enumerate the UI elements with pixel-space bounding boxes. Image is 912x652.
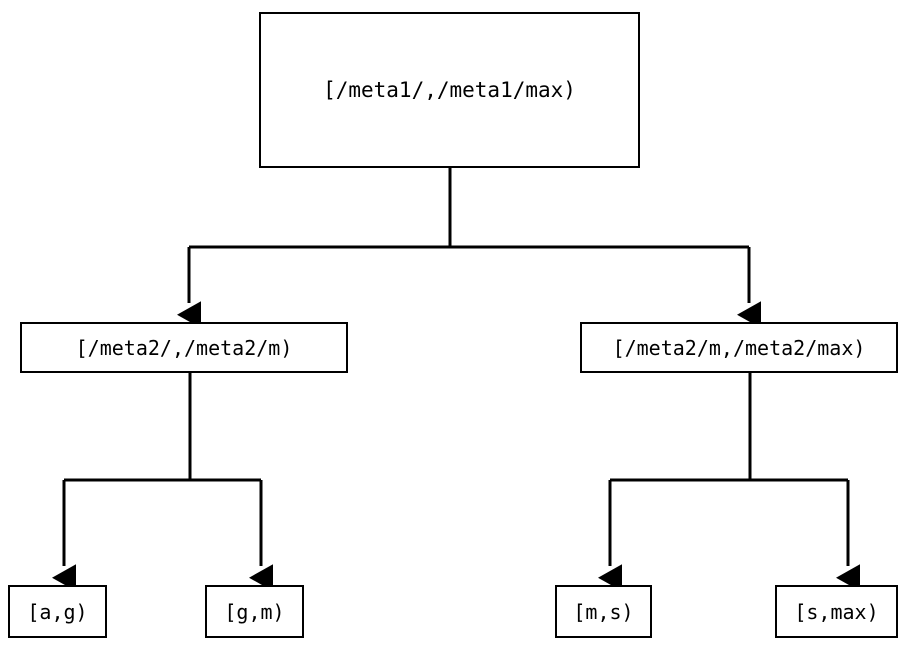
- tree-node-root[interactable]: [/meta1/,/meta1/max): [259, 12, 640, 168]
- tree-node-level2-left[interactable]: [/meta2/,/meta2/m): [20, 322, 348, 373]
- tree-leaf-0-label: [a,g): [27, 599, 88, 624]
- tree-leaf-1-label: [g,m): [224, 599, 285, 624]
- tree-leaf-3-label: [s,max): [794, 599, 879, 624]
- edge-root-to-level2: [177, 168, 761, 329]
- tree-leaf-0[interactable]: [a,g): [8, 585, 107, 638]
- tree-leaf-2[interactable]: [m,s): [555, 585, 652, 638]
- tree-leaf-2-label: [m,s): [573, 599, 634, 624]
- tree-node-root-label: [/meta1/,/meta1/max): [323, 77, 576, 102]
- tree-leaf-1[interactable]: [g,m): [205, 585, 304, 638]
- tree-leaf-3[interactable]: [s,max): [775, 585, 898, 638]
- tree-node-level2-left-label: [/meta2/,/meta2/m): [75, 335, 293, 360]
- edge-level2right-to-leaves: [598, 373, 860, 592]
- edge-level2left-to-leaves: [52, 373, 273, 592]
- tree-node-level2-right-label: [/meta2/m,/meta2/max): [612, 335, 866, 360]
- tree-node-level2-right[interactable]: [/meta2/m,/meta2/max): [580, 322, 898, 373]
